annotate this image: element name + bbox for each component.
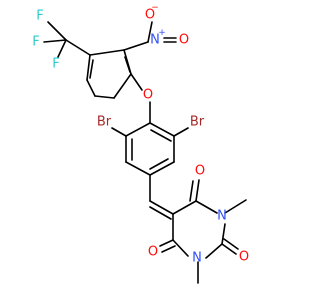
molecule-canvas: F F F O − N + O O Br Br O O O N N: [32, 3, 250, 284]
fluorine-atom-label: F: [36, 9, 43, 24]
nitro-oxygen-label: O: [145, 8, 155, 23]
carbonyl-oxygen-label: O: [195, 164, 205, 179]
fluorine-atom-label: F: [32, 35, 39, 50]
carbonyl-oxygen-label: O: [148, 245, 158, 260]
positive-charge-label: +: [158, 28, 166, 38]
atom-labels: F F F O − N + O O Br Br O O O N N: [32, 3, 249, 266]
bond-lines: [43, 21, 247, 284]
bromine-atom-label: Br: [190, 115, 205, 130]
ring-nitrogen-label: N: [217, 209, 227, 224]
ring-nitrogen-label: N: [192, 251, 202, 266]
carbonyl-oxygen-label: O: [239, 250, 249, 265]
nitro-oxygen-label: O: [179, 33, 189, 48]
nitro-nitrogen-label: N: [150, 33, 160, 48]
bromine-atom-label: Br: [97, 115, 112, 130]
negative-charge-label: −: [151, 3, 159, 13]
fluorine-atom-label: F: [52, 57, 59, 72]
ether-oxygen-label: O: [143, 88, 153, 103]
molecule-structure: F F F O − N + O O Br Br O O O N N: [32, 3, 249, 284]
